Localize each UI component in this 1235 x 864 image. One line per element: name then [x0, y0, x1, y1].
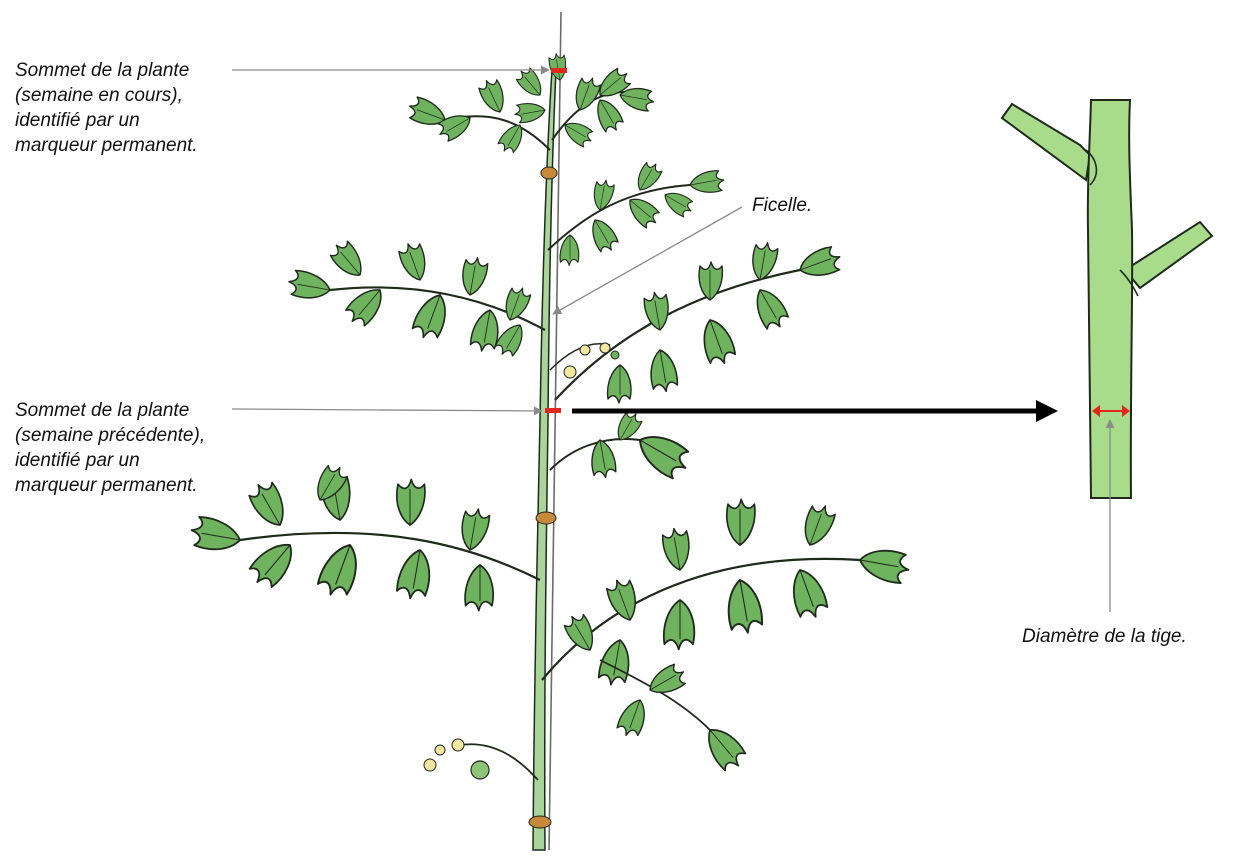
label-prev-marker-line-2: (semaine précédente), — [15, 425, 206, 446]
label-top-marker-line-2: (semaine en cours), — [15, 85, 183, 106]
zoom-arrow — [572, 400, 1058, 422]
branch-left-upper — [285, 237, 546, 361]
label-top-marker-line-3: identifié par un — [15, 110, 140, 131]
main-stem — [532, 69, 557, 851]
pointer-string — [552, 206, 743, 315]
label-top-marker-line-1: Sommet de la plante — [15, 60, 190, 81]
label-string-text: Ficelle. — [752, 195, 813, 216]
label-prev-marker-line-4: marqueur permanent. — [15, 475, 198, 496]
stem-clips — [528, 166, 558, 829]
label-diameter: Diamètre de la tige. — [1022, 624, 1187, 649]
branch-right-2 — [547, 158, 727, 266]
label-prev-marker-line-1: Sommet de la plante — [15, 400, 190, 421]
flower-cluster-lower — [423, 738, 539, 781]
stem-closeup — [1000, 99, 1214, 499]
branch-left-lower — [187, 460, 541, 612]
label-prev-marker-line-3: identifié par un — [15, 450, 140, 471]
branch-top-left — [404, 64, 551, 157]
branch-right-lower — [541, 498, 913, 776]
diameter-indicator — [1092, 405, 1130, 417]
branch-right-mid — [549, 408, 695, 483]
string-line — [548, 11, 562, 851]
label-string: Ficelle. — [752, 193, 812, 218]
branch-top-right — [547, 51, 657, 150]
label-prev-marker: Sommet de la plante (semaine précédente)… — [15, 398, 205, 498]
marker-previous-week — [545, 408, 561, 413]
clip-3 — [528, 815, 552, 829]
pointer-prev-marker — [231, 406, 543, 416]
flower-cluster-upper — [549, 342, 620, 379]
clip-2 — [535, 511, 557, 525]
label-top-marker-line-4: marqueur permanent. — [15, 135, 198, 156]
marker-current-week — [551, 68, 567, 73]
label-top-marker: Sommet de la plante (semaine en cours), … — [15, 58, 198, 158]
label-diameter-text: Diamètre de la tige. — [1022, 626, 1187, 647]
clip-1 — [540, 166, 558, 180]
branch-right-upper — [554, 239, 845, 404]
